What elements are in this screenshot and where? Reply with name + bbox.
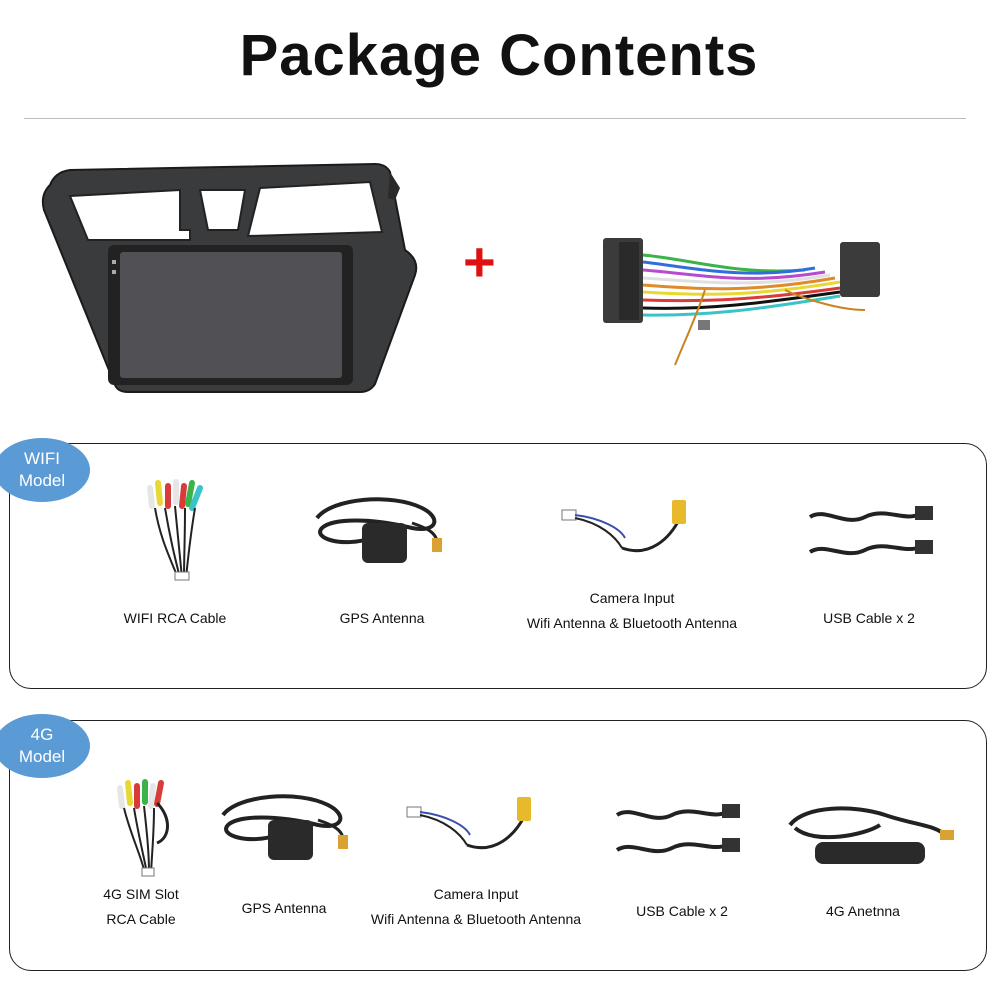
wifi-model-badge: WIFI Model — [0, 438, 90, 502]
plus-sign: + — [463, 230, 496, 293]
camera-input-cable-image — [561, 500, 686, 553]
4g-rca-cable-image — [117, 779, 169, 877]
4g-model-badge: 4G Model — [0, 714, 90, 778]
4g-camera-input-cable-image — [406, 797, 531, 850]
wifi-item-usb-label: USB Cable x 2 — [823, 610, 915, 626]
4g-item-antenna-label: 4G Anetnna — [826, 903, 900, 919]
title-divider — [24, 118, 966, 119]
4g-item-camera-label: Camera Input Wifi Antenna & Bluetooth An… — [370, 886, 582, 927]
4g-badge-line2: Model — [18, 747, 66, 766]
4g-antenna-image — [788, 806, 954, 864]
wifi-item-gps-label: GPS Antenna — [339, 610, 425, 626]
wifi-item-rca-label: WIFI RCA Cable — [123, 610, 227, 626]
4g-item-rca-label: 4G SIM Slot RCA Cable — [103, 886, 179, 927]
rca-cable-image — [147, 479, 203, 581]
4g-item-usb-label: USB Cable x 2 — [636, 903, 728, 919]
head-unit-image — [41, 162, 418, 393]
wifi-item-camera-label: Camera Input Wifi Antenna & Bluetooth An… — [526, 590, 738, 631]
4g-gps-antenna-image — [221, 794, 348, 860]
gps-antenna-image — [315, 497, 442, 563]
wifi-badge-line1: WIFI — [24, 449, 60, 468]
4g-item-gps-label: GPS Antenna — [241, 900, 327, 916]
usb-cable-image — [808, 506, 933, 556]
page-title: Package Contents — [239, 23, 759, 88]
4g-usb-cable-image — [615, 804, 740, 854]
wifi-badge-line2: Model — [18, 471, 66, 490]
4g-badge-line1: 4G — [30, 725, 54, 744]
wiring-harness-image — [603, 238, 880, 366]
